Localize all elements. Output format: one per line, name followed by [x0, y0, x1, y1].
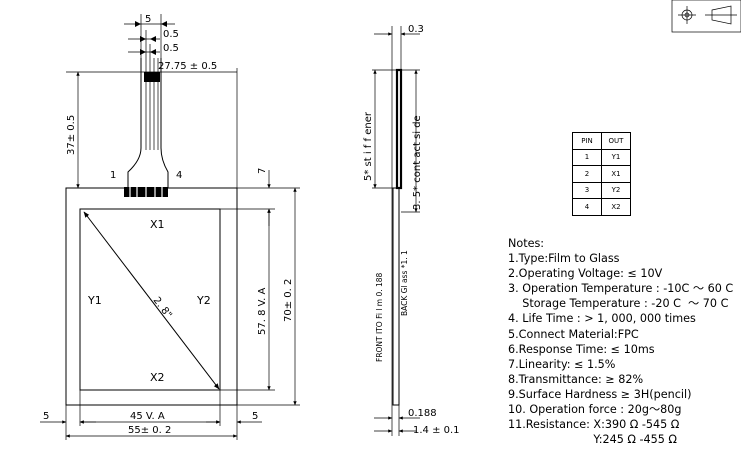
dim-contact-side: 3. 5* cont act si de — [412, 115, 423, 210]
dim-stiffener: 5* st i f f ener — [363, 111, 374, 181]
dim-va-width: 45 V. A — [130, 411, 165, 422]
dim-va-height: 57. 8 V. A — [257, 287, 268, 335]
dim-tail-length: 37± 0.5 — [66, 115, 77, 155]
table-row: 4 X2 — [572, 198, 631, 216]
front-film-label: FRONT ITO Fi l m 0. 188 — [375, 272, 384, 362]
pin-header: PIN — [572, 132, 602, 150]
x2-label: X2 — [150, 371, 165, 384]
pin-table: PIN OUT 1 Y1 2 X1 3 Y2 4 X2 — [572, 132, 631, 216]
pin-1-label: 1 — [110, 170, 116, 181]
side-stiffener — [395, 68, 403, 190]
y2-label: Y2 — [196, 294, 211, 307]
table-row: 3 Y2 — [572, 181, 631, 199]
back-glass-label: BACK Gl ass *1. 1 — [400, 250, 409, 316]
dim-outer-width: 55± 0. 2 — [128, 425, 171, 436]
note-line: 1.Type:Film to Glass — [508, 252, 620, 266]
y1-label: Y1 — [87, 294, 102, 307]
note-line: 3. Operation Temperature : -10C ～ 60 C — [508, 282, 734, 296]
note-line: 9.Surface Hardness ≥ 3H(pencil) — [508, 387, 692, 401]
dim-left-5: 5 — [43, 411, 49, 422]
note-line: 2.Operating Voltage: ≤ 10V — [508, 267, 663, 281]
note-line: 5.Connect Material:FPC — [508, 327, 639, 341]
projection-symbol-icon — [671, 0, 741, 33]
dim-edge-7: 7 — [257, 168, 268, 174]
notes-block: Notes: 1.Type:Film to Glass 2.Operating … — [508, 236, 733, 447]
diagonal-label: 2. 8" — [151, 295, 174, 321]
dim-outer-height: 70± 0. 2 — [283, 279, 294, 322]
dim-top-0-5-a: 0.5 — [163, 29, 179, 40]
dim-total-thk: 1.4 ± 0.1 — [413, 425, 460, 436]
note-line: 6.Response Time: ≤ 10ms — [508, 342, 655, 356]
dim-top-5: 5 — [145, 14, 151, 25]
side-glass-rect — [392, 187, 400, 406]
table-row: 2 X1 — [572, 165, 631, 183]
table-row: 1 Y1 — [572, 148, 631, 166]
dim-film-thk: 0.188 — [408, 408, 437, 419]
note-line: Storage Temperature : -20 C ～ 70 C — [508, 297, 729, 311]
dim-top-0-5-b: 0.5 — [163, 43, 179, 54]
x1-label: X1 — [150, 218, 165, 231]
pin-4-label: 4 — [176, 170, 182, 181]
fpc-tail — [124, 58, 169, 197]
note-line: 8.Transmittance: ≥ 82% — [508, 372, 644, 386]
diagonal-line — [83, 211, 220, 390]
note-line: 7.Linearity: ≤ 1.5% — [508, 357, 616, 371]
note-line: 10. Operation force : 20g～80g — [508, 403, 682, 417]
notes-title: Notes: — [508, 237, 545, 250]
note-line: 11.Resistance: X:390 Ω -545 Ω — [508, 418, 680, 432]
dim-right-5: 5 — [252, 411, 258, 422]
dim-side-0-3: 0.3 — [408, 24, 424, 35]
dim-tail-width: 27.75 ± 0.5 — [158, 61, 217, 72]
out-header: OUT — [601, 132, 631, 150]
note-line: Y:245 Ω -455 Ω — [508, 433, 677, 447]
active-area-outline — [79, 208, 221, 391]
note-line: 4. Life Time : > 1, 000, 000 times — [508, 312, 696, 326]
